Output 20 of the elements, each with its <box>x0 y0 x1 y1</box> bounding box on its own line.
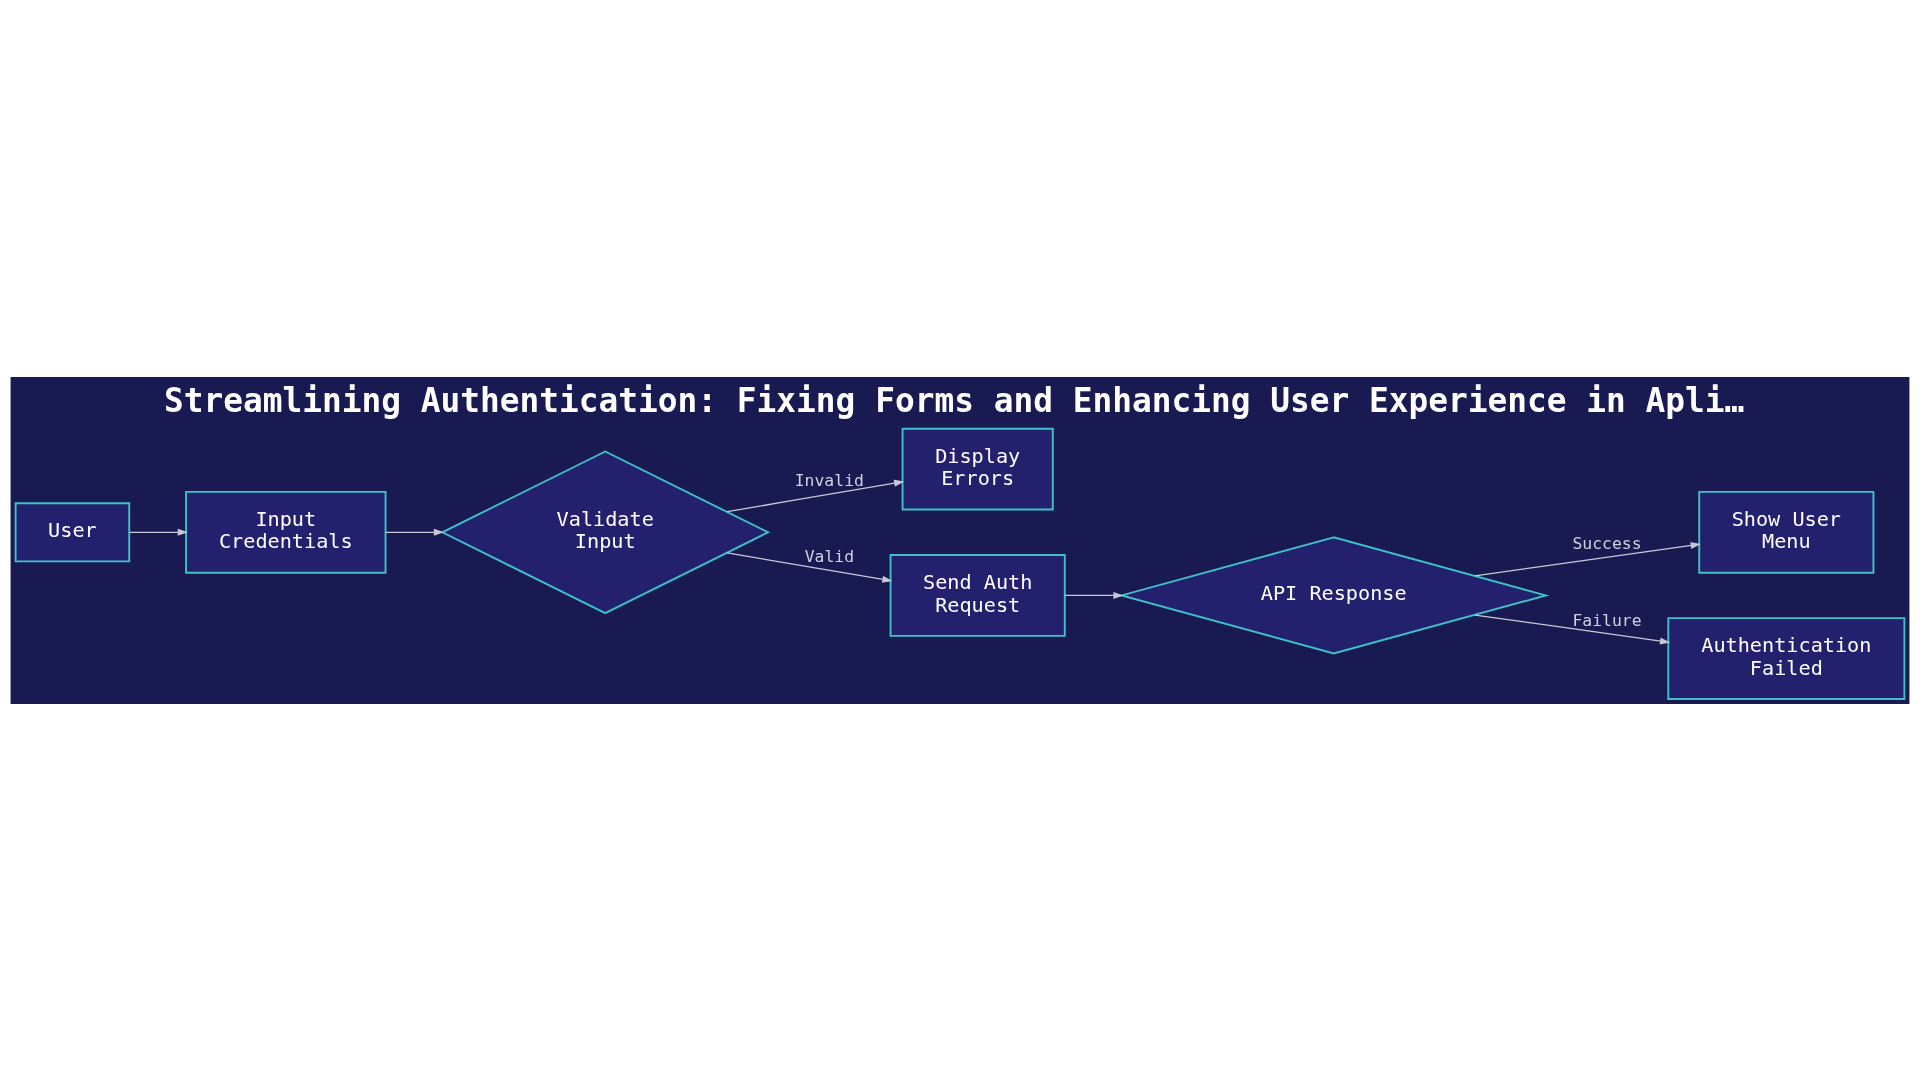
arrow <box>726 479 905 512</box>
node-box: Authentication Failed <box>1667 616 1906 700</box>
arrow <box>1064 591 1124 599</box>
node-box: Input Credentials <box>185 490 387 574</box>
node-box: Send Auth Request <box>889 553 1066 637</box>
edge-label: Failure <box>1572 610 1642 630</box>
arrow <box>726 551 893 583</box>
node-box: User <box>14 501 131 562</box>
arrow <box>1474 541 1701 576</box>
diagram-title: Streamlining Authentication: Fixing Forms and Enhancing User Experience in Apli… <box>163 381 1745 420</box>
node-diamond: Validate Input <box>440 449 771 614</box>
arrow <box>129 528 188 536</box>
node-box: Display Errors <box>901 427 1054 510</box>
arrow <box>1474 613 1671 645</box>
edge-label: Valid <box>804 546 855 566</box>
edge-label: Invalid <box>794 470 864 490</box>
edge-label: Success <box>1572 533 1642 553</box>
node-box: Show User Menu <box>1698 490 1875 574</box>
arrow <box>384 528 444 536</box>
node-diamond: API Response <box>1118 535 1550 654</box>
